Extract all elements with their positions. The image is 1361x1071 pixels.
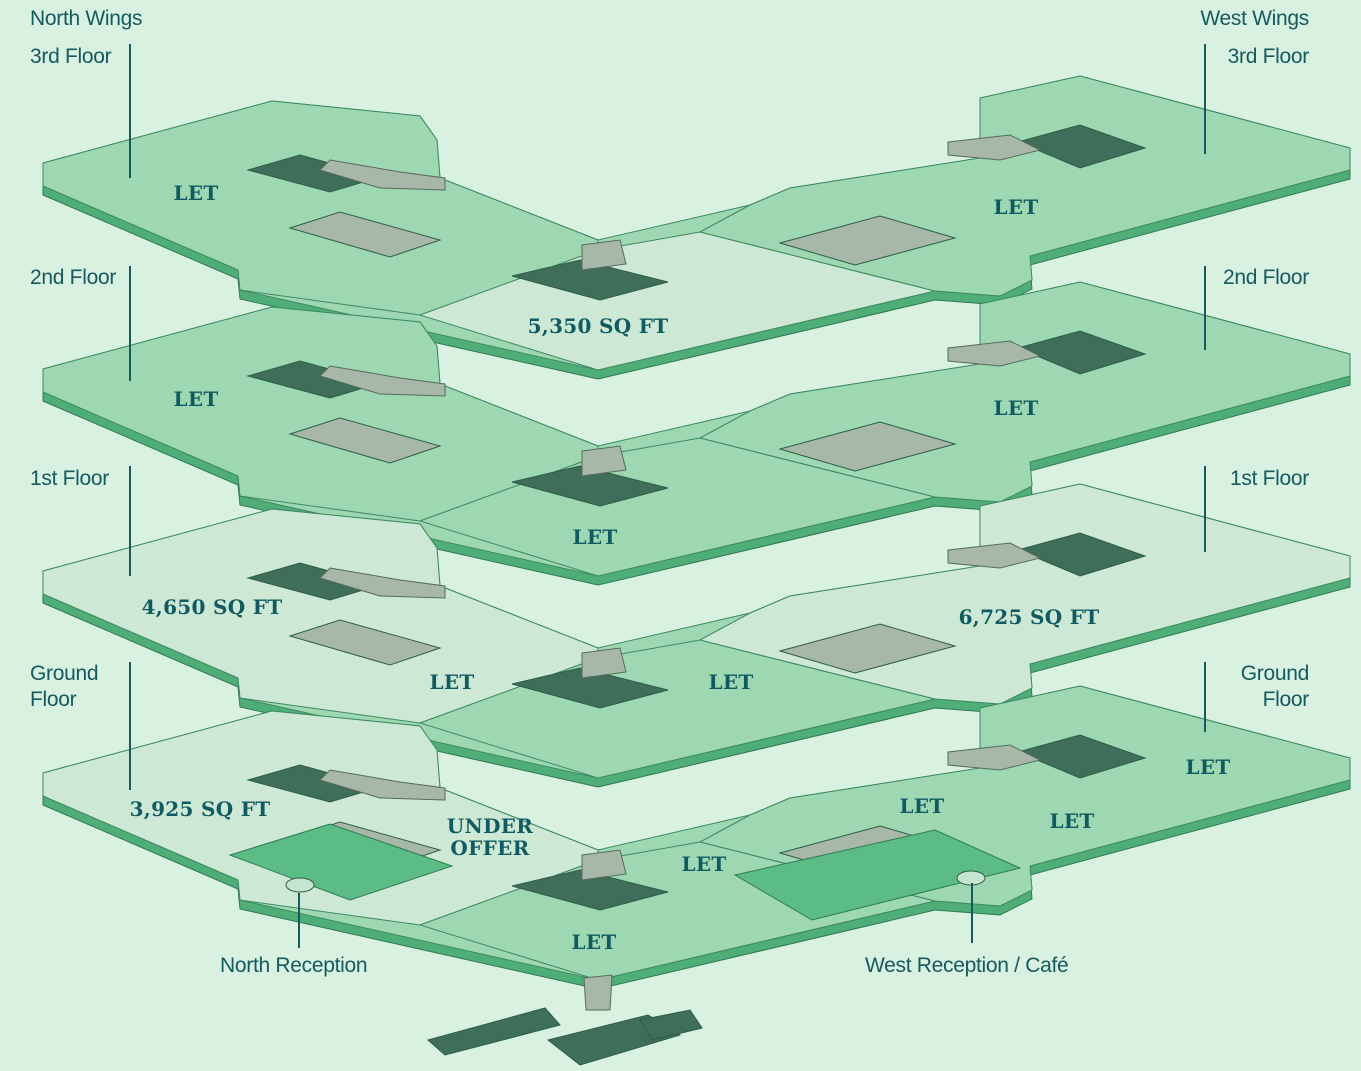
area-1st-north: 4,650 SQ FT [141,595,283,619]
leader-line-west-1st [1204,466,1206,552]
area-ground-west-right: LET [1185,755,1231,779]
ground-label-line1: Ground [30,662,99,685]
area-1st-west: 6,725 SQ FT [958,605,1100,629]
corridor-west-third [947,134,1042,161]
core-second-3 [778,421,957,472]
core-third-1 [511,259,669,301]
north-1st-floor-label: 1st Floor [30,467,109,490]
leader-line-north-1st [129,466,131,576]
corridor-north-second [319,365,446,397]
leader-line-west-reception [971,883,973,943]
core-third-2 [1016,124,1147,169]
lift-lobby-ground [581,849,627,881]
corridor-north-first [319,567,446,599]
north-wings-heading: North Wings [30,7,143,30]
leader-line-north-2nd [129,266,131,381]
leader-line-west-3rd [1204,44,1206,154]
core-second-2 [1016,330,1147,375]
area-3rd-north: LET [173,181,219,205]
area-2nd-center: LET [572,525,618,549]
core-first-1 [511,667,669,709]
core-third-4 [288,211,442,258]
corridor-west-first [947,542,1042,569]
core-ground-1 [511,869,669,911]
north-2nd-floor-label: 2nd Floor [30,266,117,289]
area-ground-center: LET [571,930,617,954]
lift-lobby-second [581,445,627,477]
leader-line-north-3rd [129,44,131,178]
core-second-1 [511,465,669,507]
area-ground-west-mid: LET [1049,809,1095,833]
ground-label-line2-right: Floor [1262,688,1310,711]
area-2nd-west: LET [993,396,1039,420]
west-reception-label: West Reception / Café [865,954,1069,977]
area-ground-under-offer: UNDER OFFER [447,815,533,859]
basement-block-right [639,1009,703,1041]
west-1st-floor-label: 1st Floor [1230,467,1309,490]
leader-line-west-ground [1204,662,1206,732]
north-ground-floor-label: Ground Floor [30,661,99,713]
core-first-2 [1016,532,1147,577]
west-2nd-floor-label: 2nd Floor [1222,266,1309,289]
west-3rd-floor-label: 3rd Floor [1227,45,1310,68]
area-3rd-west: LET [993,195,1039,219]
area-ground-mid: LET [681,852,727,876]
leader-line-north-reception [298,893,300,948]
ground-label-line2: Floor [30,688,77,711]
north-3rd-floor-label: 3rd Floor [30,45,112,68]
under-offer-zone-west [733,829,1022,921]
north-reception-marker [285,877,315,893]
west-ground-floor-label: Ground Floor [1240,661,1310,713]
leader-line-west-2nd [1204,266,1206,350]
area-ground-west-top: LET [899,794,945,818]
corridor-north-ground [319,769,446,801]
core-ground-2 [1016,734,1147,779]
area-ground-north: 3,925 SQ FT [129,797,271,821]
core-first-4 [288,619,442,666]
corridor-west-ground [947,744,1042,771]
west-wings-heading: West Wings [1200,7,1309,30]
under-offer-line2: OFFER [450,836,530,860]
core-third-3 [778,215,957,266]
under-offer-line1: UNDER [446,814,534,838]
area-2nd-north: LET [173,387,219,411]
lift-lobby-first [581,647,627,679]
ground-label-line1-right: Ground [1240,662,1310,685]
north-reception-label: North Reception [220,954,368,977]
basement-block-left [426,1007,561,1056]
lift-lobby-third [581,239,627,271]
corridor-west-second [947,340,1042,367]
area-3rd-center: 5,350 SQ FT [527,314,669,338]
basement-stair [583,974,613,1011]
leader-line-north-ground [129,662,131,790]
corridor-north-third [319,159,446,191]
core-first-3 [778,623,957,674]
area-1st-center-left: LET [429,670,475,694]
area-1st-center-right: LET [708,670,754,694]
core-second-4 [288,417,442,464]
